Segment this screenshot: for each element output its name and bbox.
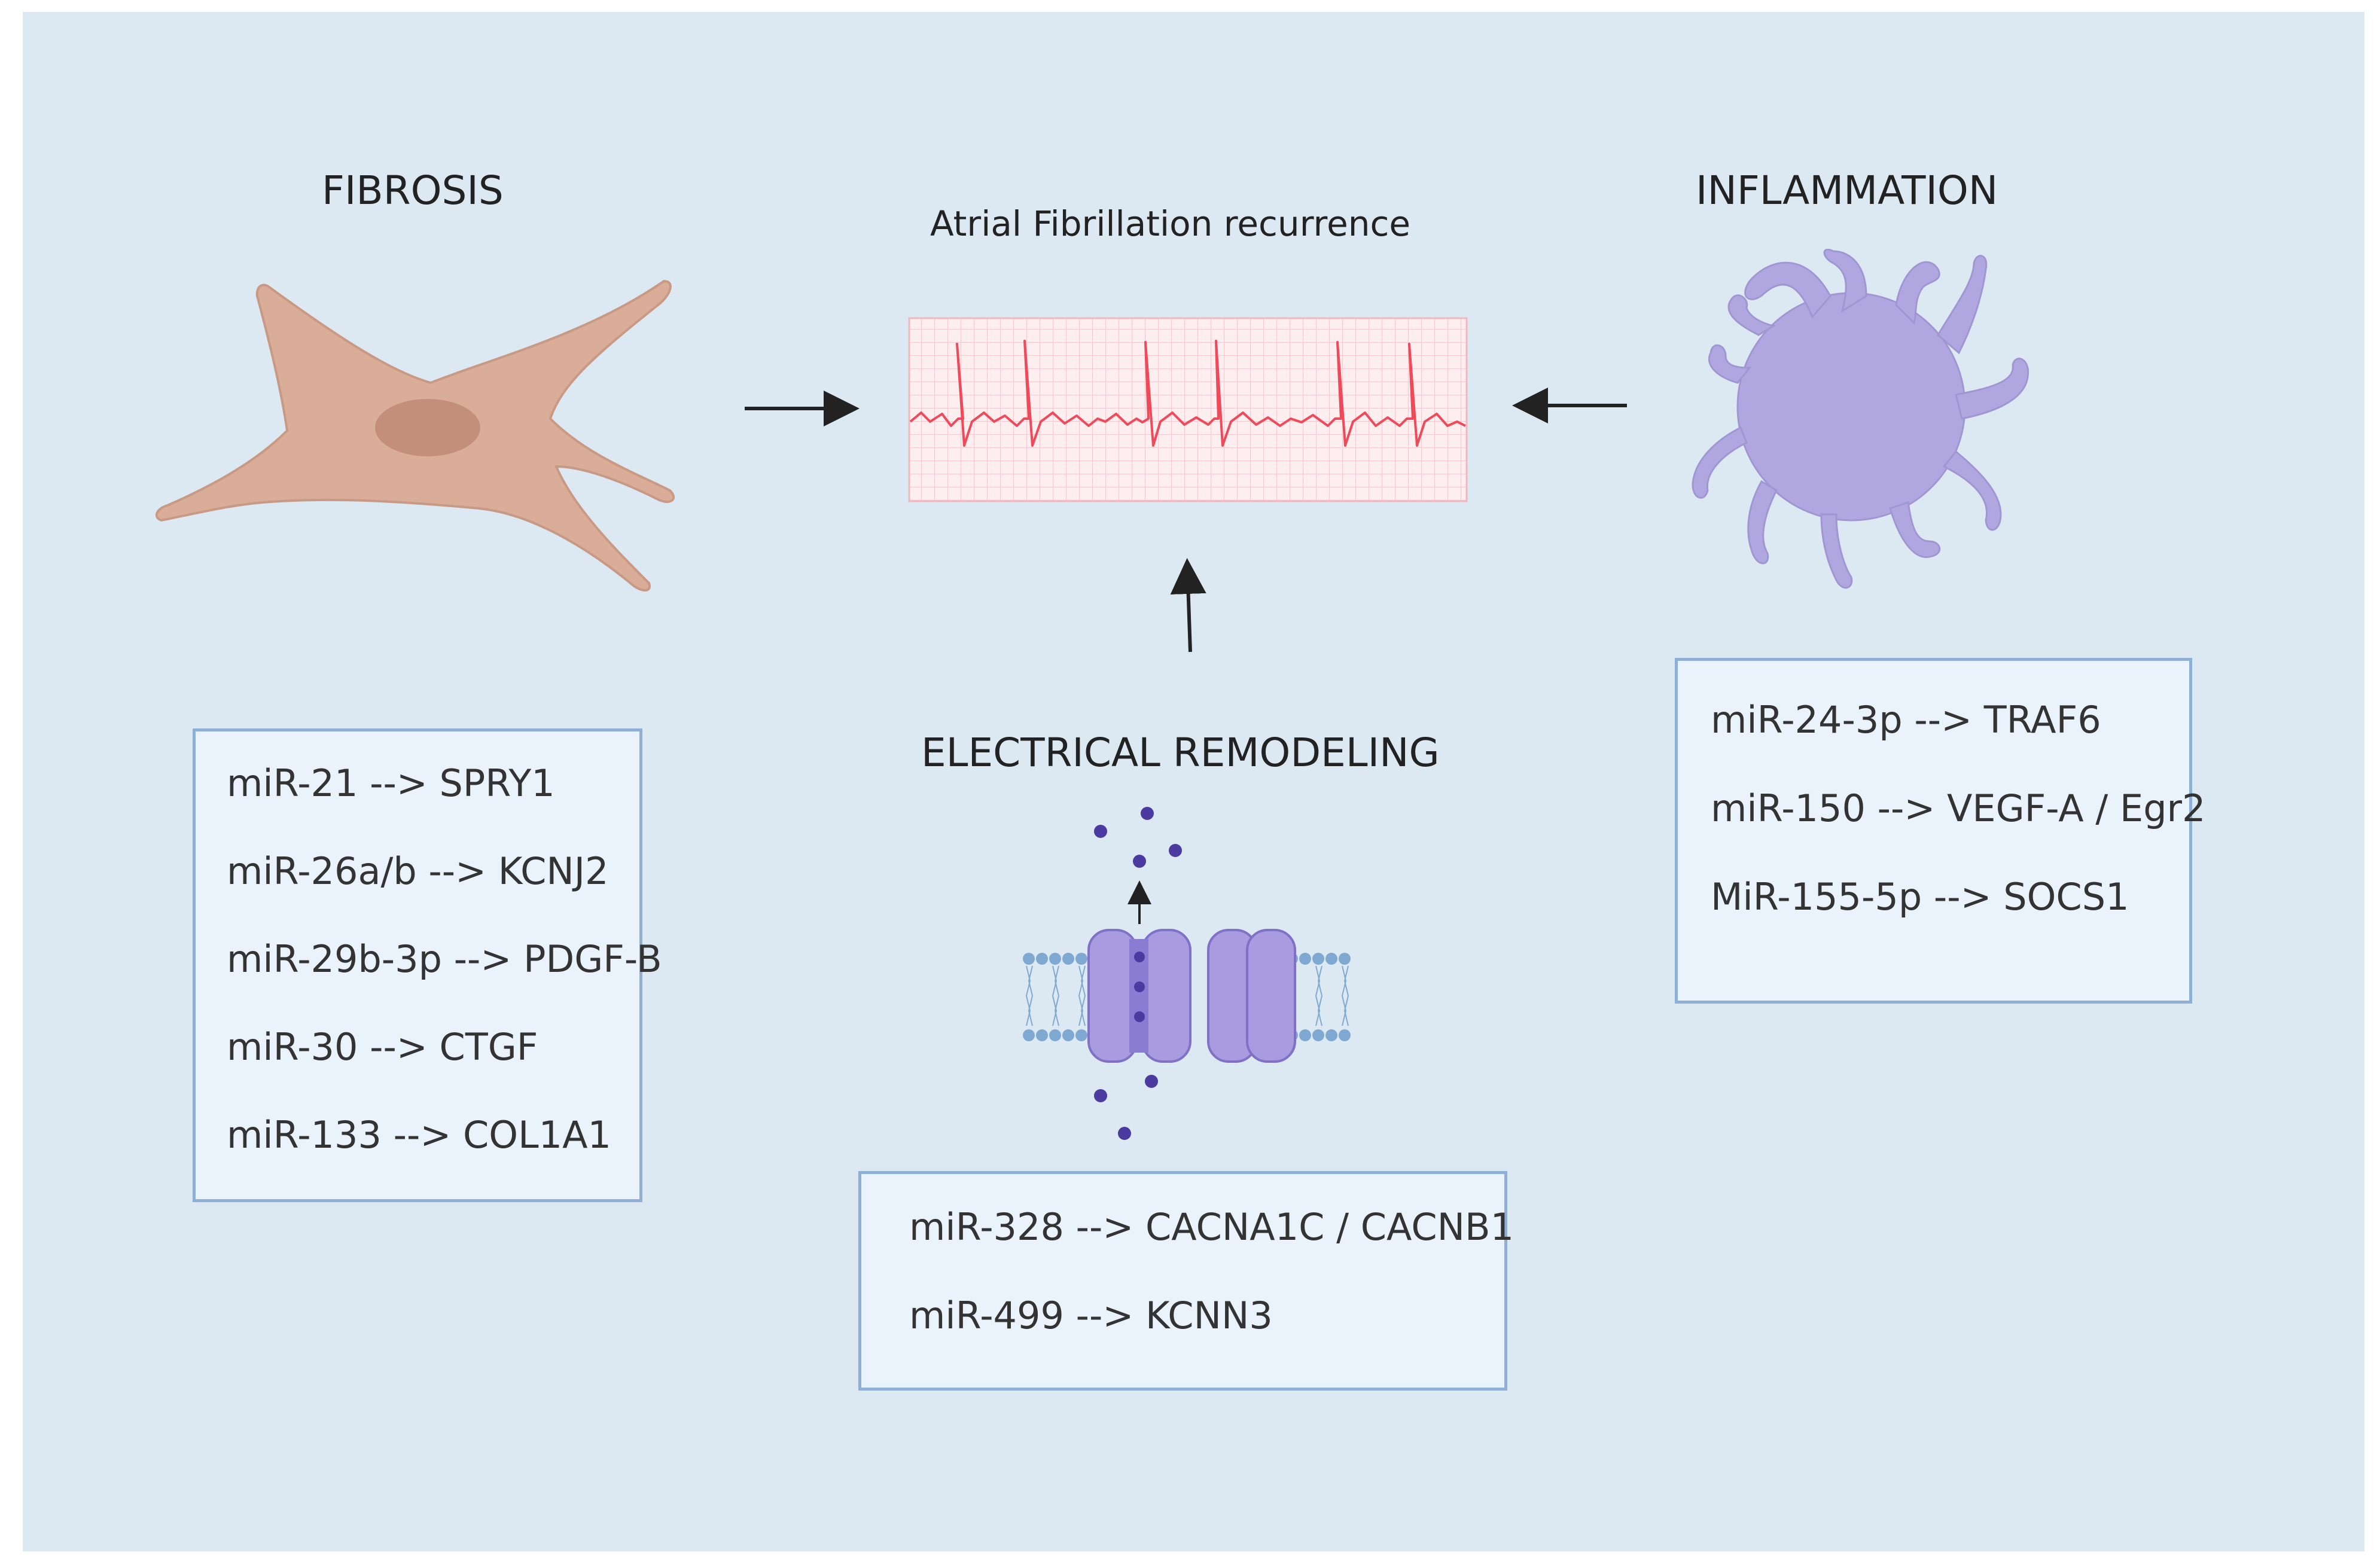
inflammation-mirna-3: MiR-155-5p --> SOCS1 [1711, 875, 2129, 919]
fibrosis-mirna-3: miR-29b-3p --> PDGF-B [227, 937, 662, 981]
fibroblast-icon [155, 279, 675, 592]
electrical-remodeling-title: ELECTRICAL REMODELING [921, 730, 1440, 776]
ecg-strip-icon [908, 317, 1468, 502]
fibrosis-mirna-5: miR-133 --> COL1A1 [227, 1113, 611, 1157]
inflammation-mirna-2: miR-150 --> VEGF-A / Egr2 [1711, 786, 2206, 830]
fibrosis-mirna-2: miR-26a/b --> KCNJ2 [227, 849, 609, 893]
inflammation-mirna-box: miR-24-3p --> TRAF6 miR-150 --> VEGF-A /… [1675, 658, 2206, 1004]
inflammation-mirna-1: miR-24-3p --> TRAF6 [1711, 698, 2101, 742]
electrical-mirna-1: miR-328 --> CACNA1C / CACNB1 [909, 1205, 1514, 1249]
fibrosis-title: FIBROSIS [322, 167, 504, 214]
electrical-mirna-2: miR-499 --> KCNN3 [909, 1294, 1273, 1337]
inflammation-title: INFLAMMATION [1696, 167, 1998, 214]
fibrosis-mirna-1: miR-21 --> SPRY1 [227, 761, 555, 805]
fibrosis-mirna-box: miR-21 --> SPRY1 miR-26a/b --> KCNJ2 miR… [193, 728, 662, 1202]
ion-channel-icon [1023, 807, 1351, 1140]
arrow-electrical-to-af [1170, 558, 1206, 653]
af-recurrence-title: Atrial Fibrillation recurrence [930, 203, 1411, 244]
electrical-mirna-box: miR-328 --> CACNA1C / CACNB1 miR-499 -->… [858, 1171, 1514, 1391]
fibrosis-mirna-4: miR-30 --> CTGF [227, 1025, 538, 1069]
macrophage-icon [1692, 248, 2029, 589]
